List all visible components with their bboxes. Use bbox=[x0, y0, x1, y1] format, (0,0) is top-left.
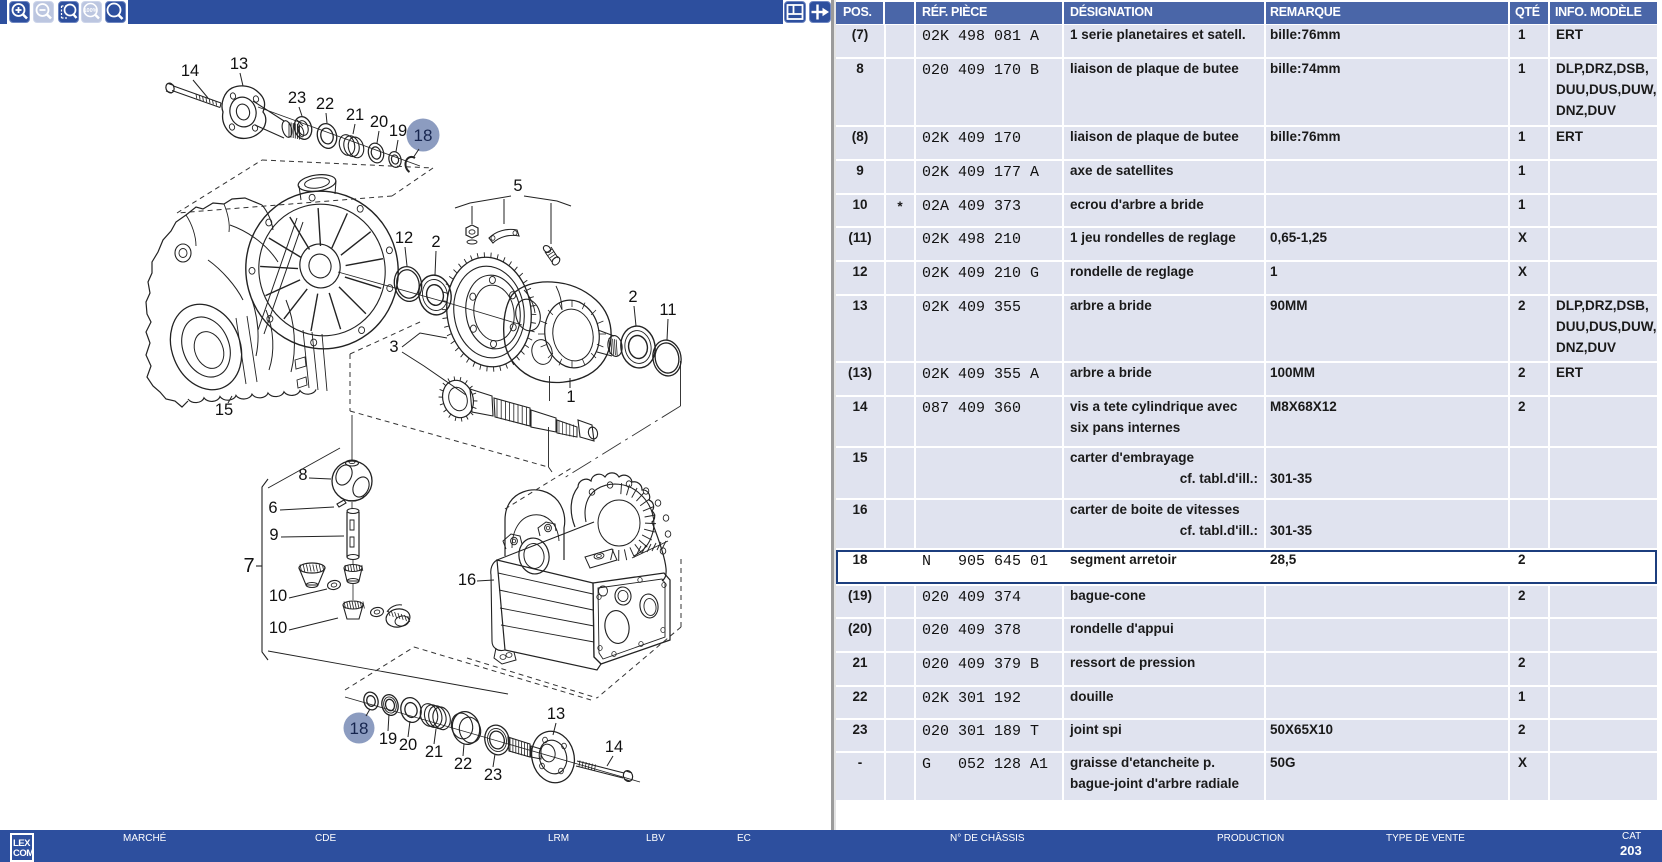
svg-text:18: 18 bbox=[414, 126, 433, 145]
svg-text:23: 23 bbox=[288, 89, 306, 107]
svg-text:14: 14 bbox=[605, 738, 623, 756]
svg-text:14: 14 bbox=[181, 62, 199, 80]
svg-text:21: 21 bbox=[346, 106, 364, 124]
svg-text:100%: 100% bbox=[83, 8, 97, 14]
svg-text:22: 22 bbox=[316, 95, 334, 113]
svg-text:21: 21 bbox=[425, 743, 443, 761]
svg-text:3: 3 bbox=[389, 338, 398, 356]
svg-text:7: 7 bbox=[243, 555, 254, 577]
svg-text:1: 1 bbox=[566, 388, 575, 406]
svg-text:11: 11 bbox=[659, 301, 676, 319]
svg-text:16: 16 bbox=[458, 571, 476, 589]
svg-text:19: 19 bbox=[389, 122, 407, 140]
svg-text:8: 8 bbox=[298, 466, 307, 484]
svg-text:2: 2 bbox=[628, 288, 637, 306]
svg-text:9: 9 bbox=[269, 526, 278, 544]
svg-text:19: 19 bbox=[379, 730, 397, 748]
svg-text:10: 10 bbox=[269, 587, 287, 605]
svg-text:23: 23 bbox=[484, 766, 502, 784]
svg-text:20: 20 bbox=[370, 113, 388, 131]
svg-text:10: 10 bbox=[269, 619, 287, 637]
svg-text:5: 5 bbox=[513, 177, 522, 195]
svg-text:18: 18 bbox=[350, 719, 369, 738]
svg-text:12: 12 bbox=[395, 229, 413, 247]
svg-text:2: 2 bbox=[431, 233, 440, 251]
svg-text:13: 13 bbox=[547, 705, 565, 723]
svg-text:6: 6 bbox=[268, 499, 277, 517]
svg-text:22: 22 bbox=[454, 755, 472, 773]
svg-text:20: 20 bbox=[399, 736, 417, 754]
svg-text:15: 15 bbox=[215, 401, 233, 419]
svg-text:13: 13 bbox=[230, 55, 248, 73]
